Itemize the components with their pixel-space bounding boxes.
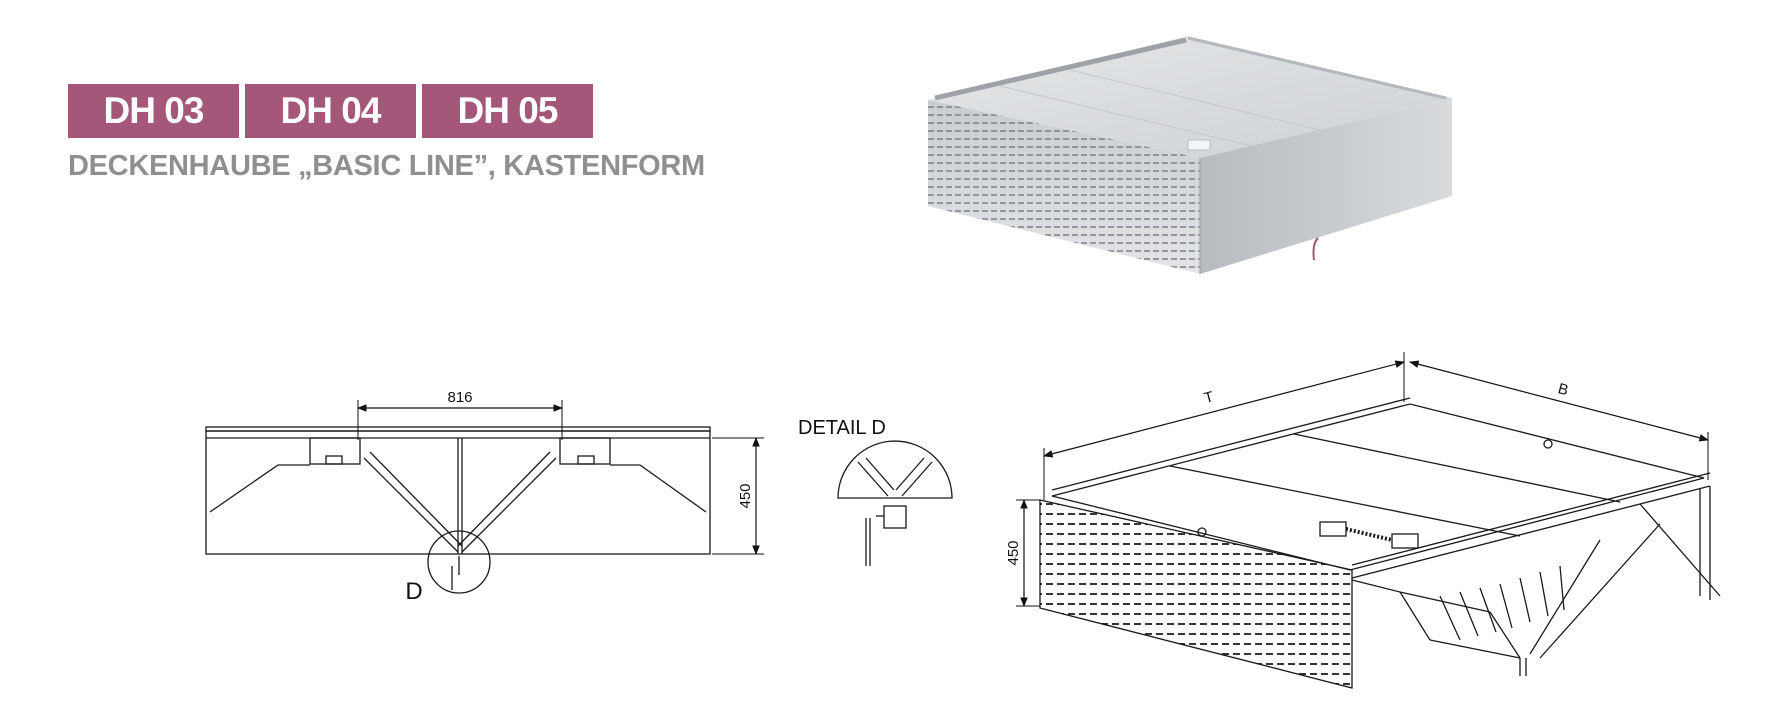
- dim-450-iso: 450: [1005, 540, 1022, 565]
- iso-drawing: [1039, 397, 1721, 689]
- dim-B: B: [1556, 380, 1570, 399]
- dim-816: 816: [447, 389, 472, 406]
- dim-T: T: [1202, 388, 1215, 407]
- iso-dimensions: T B 450: [1005, 352, 1709, 607]
- detail-title: DETAIL D: [798, 417, 886, 439]
- front-dimensions: 816 450 D: [357, 389, 764, 605]
- detail-d: DETAIL D: [798, 417, 953, 566]
- model-tabs: DH 03 DH 04 DH 05: [68, 84, 593, 138]
- tab-dh05: DH 05: [422, 84, 593, 138]
- detail-marker-d: D: [405, 578, 422, 605]
- dim-450-front: 450: [737, 483, 754, 508]
- tab-dh03: DH 03: [68, 84, 239, 138]
- product-subtitle: DECKENHAUBE „BASIC LINE”, KASTENFORM: [68, 150, 705, 182]
- tab-dh04: DH 04: [245, 84, 416, 138]
- hood-render: [928, 36, 1452, 274]
- front-elevation: [205, 426, 711, 594]
